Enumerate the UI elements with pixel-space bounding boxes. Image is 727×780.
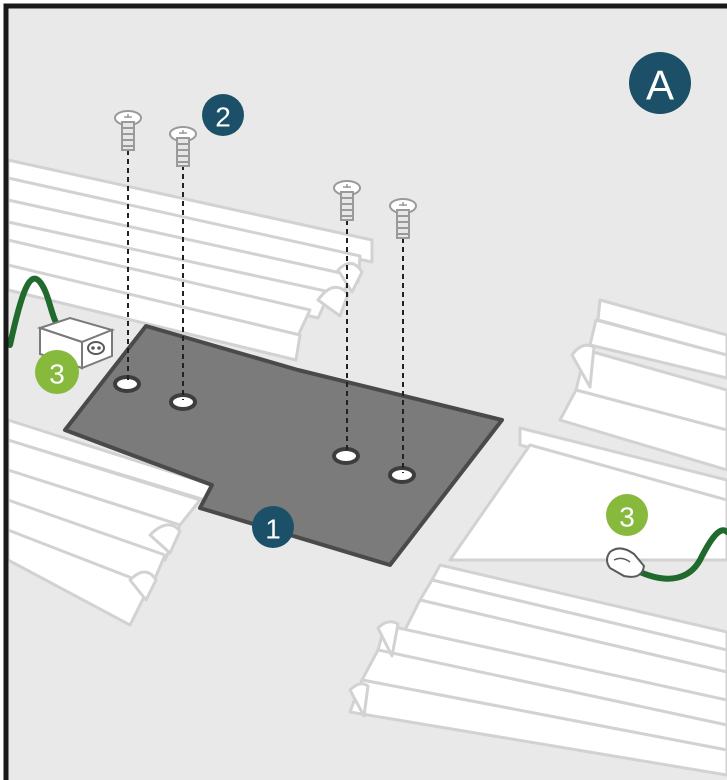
panel-letter: A <box>646 62 674 109</box>
callout-connector-left-number: 3 <box>49 359 65 390</box>
callout-connector-right: 3 <box>606 494 648 536</box>
callout-screws: 2 <box>202 94 244 136</box>
callout-plate: 1 <box>252 506 294 548</box>
callout-connector-left: 3 <box>35 350 79 394</box>
plate-hole <box>171 395 195 409</box>
callout-screws-number: 2 <box>215 102 231 133</box>
panel-letter-badge: A <box>629 52 691 114</box>
plate-hole <box>390 468 414 482</box>
plate-hole <box>334 449 358 463</box>
callout-plate-number: 1 <box>265 514 281 545</box>
callout-connector-right-number: 3 <box>619 502 635 533</box>
